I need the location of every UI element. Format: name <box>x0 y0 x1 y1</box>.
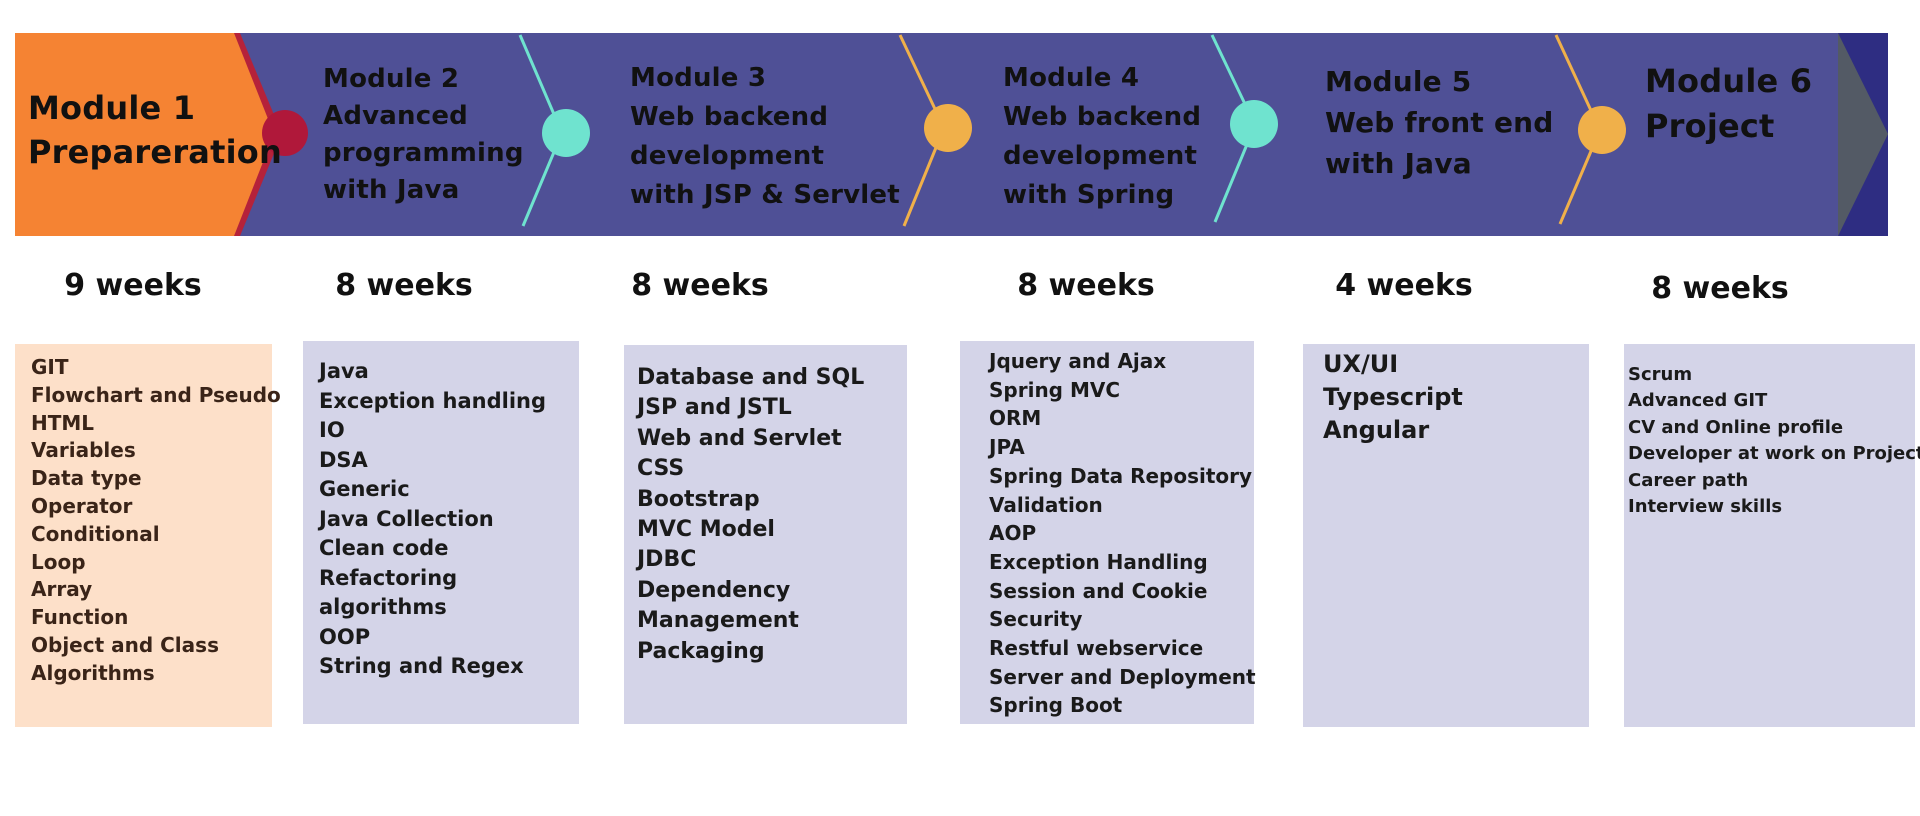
topic-item: Java Collection <box>319 506 494 531</box>
topic-item: ORM <box>989 406 1042 431</box>
module1-arrow <box>15 33 274 236</box>
topic-item: Jquery and Ajax <box>989 349 1167 373</box>
topic-item: Generic <box>319 477 410 501</box>
topic-item: Scrum <box>1628 364 1693 385</box>
topic-item: Packaging <box>637 638 765 664</box>
topic-item: JDBC <box>637 547 697 573</box>
module-1-topics: GIT Flowchart and Pseudo HTML Variables … <box>15 344 281 727</box>
dot-teal-2 <box>1230 100 1278 148</box>
topic-item: IO <box>319 418 345 442</box>
topic-item: Interview skills <box>1628 496 1783 518</box>
module-5-title: Module 5 Web front end with Java <box>1325 65 1554 180</box>
topic-item: Java <box>319 359 369 383</box>
dot-teal-1 <box>542 109 590 157</box>
module-2-duration: 8 weeks <box>335 268 473 303</box>
topic-item: Restful webservice <box>989 636 1204 661</box>
topic-item: Web and Servlet <box>637 425 842 451</box>
topic-item: Spring Boot <box>989 693 1123 718</box>
topic-item: Dependency <box>637 577 791 603</box>
topic-item: Session and Cookie <box>989 578 1208 603</box>
module-3-topics: Database and SQL JSP and JSTL Web and Se… <box>624 345 907 724</box>
topic-item: JPA <box>989 435 1025 460</box>
topic-item: Career path <box>1628 469 1749 491</box>
module-6-topics: Scrum Advanced GIT CV and Online profile… <box>1624 344 1920 727</box>
module-2-title: Module 2 Advanced programming with Java <box>323 64 524 205</box>
topic-item: Management <box>637 608 799 634</box>
module-6-title: Module 6 Project <box>1645 62 1813 145</box>
topic-item: Exception handling <box>319 388 547 413</box>
topic-item: Validation <box>989 492 1103 517</box>
topic-item: Server and Deployment <box>989 664 1256 689</box>
dot-orange-2 <box>1578 106 1626 154</box>
module-banner <box>15 33 1888 236</box>
module-4-topics: Jquery and Ajax Spring MVC ORM JPA Sprin… <box>960 341 1256 724</box>
topic-item: CV and Online profile <box>1628 416 1844 438</box>
module-5-topics: UX/UI Typescript Angular <box>1303 344 1589 727</box>
topic-item: Variables <box>31 438 136 463</box>
topic-item: AOP <box>989 521 1037 546</box>
module-6-duration: 8 weeks <box>1651 271 1789 306</box>
topic-item: Object and Class <box>31 632 219 657</box>
topic-item: Angular <box>1323 416 1430 444</box>
topic-item: Security <box>989 607 1083 632</box>
topic-item: algorithms <box>319 595 447 619</box>
banner-tip-grey <box>1838 33 1888 236</box>
module-3-title: Module 3 Web backend development with JS… <box>630 63 900 210</box>
topic-item: Spring Data Repository <box>989 463 1253 488</box>
module-3-duration: 8 weeks <box>631 268 769 303</box>
topic-item: Exception Handling <box>989 549 1208 574</box>
topic-item: Operator <box>31 493 133 518</box>
topic-item: String and Regex <box>319 654 524 678</box>
topic-item: UX/UI <box>1323 350 1399 378</box>
topic-item: GIT <box>31 355 69 379</box>
topic-item: Array <box>31 577 93 602</box>
topic-item: Advanced GIT <box>1628 390 1768 412</box>
topic-item: CSS <box>637 456 685 482</box>
topic-item: Flowchart and Pseudo <box>31 382 281 407</box>
module-5-duration: 4 weeks <box>1335 268 1473 303</box>
topic-item: Loop <box>31 549 86 574</box>
topic-item: MVC Model <box>637 517 775 543</box>
topic-item: OOP <box>319 624 371 649</box>
topic-item: Developer at work on Project <box>1628 443 1920 465</box>
topic-item: Database and SQL <box>637 365 865 390</box>
topic-item: Conditional <box>31 521 160 546</box>
topic-item: Data type <box>31 466 142 491</box>
module-4-duration: 8 weeks <box>1017 268 1155 303</box>
module-4-title: Module 4 Web backend development with Sp… <box>1003 63 1202 210</box>
topic-item: JSP and JSTL <box>637 395 792 421</box>
topic-item: Refactoring <box>319 565 458 590</box>
topic-item: Typescript <box>1323 383 1463 411</box>
topic-item: Bootstrap <box>637 486 760 512</box>
topic-item: Clean code <box>319 536 449 560</box>
dot-orange-1 <box>924 104 972 152</box>
topic-item: Spring MVC <box>989 377 1121 402</box>
module-1-title: Module 1 Prepareration <box>28 89 282 171</box>
dot-red <box>262 110 308 156</box>
module-1-duration: 9 weeks <box>64 268 202 303</box>
module-2-topics: Java Exception handling IO DSA Generic J… <box>303 341 579 724</box>
topic-item: DSA <box>319 447 368 472</box>
topic-item: Function <box>31 605 129 630</box>
topic-item: Algorithms <box>31 660 155 685</box>
topic-item: HTML <box>31 410 95 435</box>
